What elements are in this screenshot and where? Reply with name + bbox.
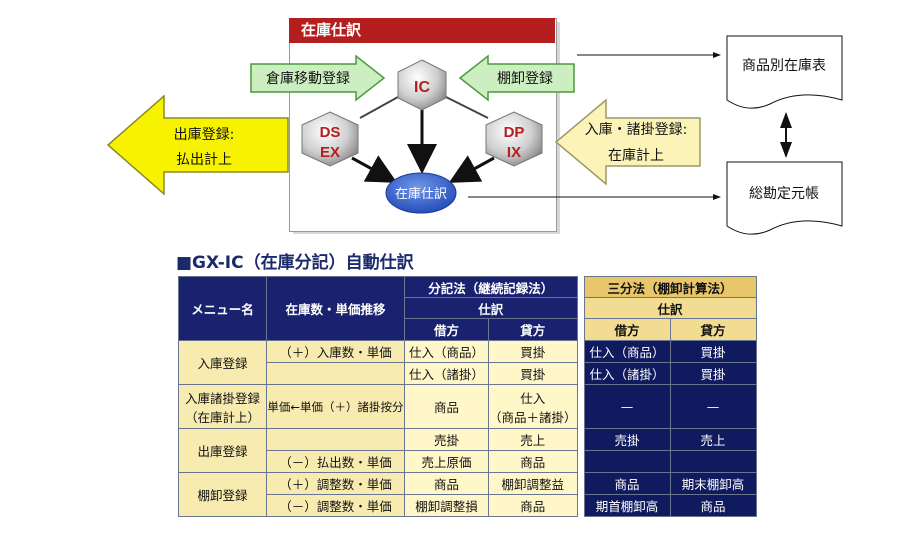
row-bunki-debit: 仕入（商品） — [404, 340, 489, 363]
transfer-arrow-shape — [250, 54, 386, 102]
dsex-node-icon — [301, 111, 359, 167]
row-trend: （＋）入庫数・単価 — [266, 340, 405, 363]
panel-shadow-bottom — [293, 230, 560, 234]
panel-shadow-right — [555, 22, 560, 234]
row-bunki-credit-line-1: 仕入 — [520, 390, 546, 406]
inventory-report-doc-icon — [726, 35, 843, 109]
header-sanbun: 三分法（棚卸計算法） — [583, 276, 757, 298]
ic-label: IC — [414, 79, 430, 96]
outbound-arrow-label-1: 出庫登録: — [174, 126, 235, 143]
row-sanbun-debit: 商品 — [583, 472, 671, 495]
inbound-arrow-label-2: 在庫計上 — [608, 147, 664, 164]
row-sanbun-debit: 期首棚卸高 — [583, 494, 671, 517]
row-bunki-debit: 仕入（諸掛） — [404, 362, 489, 385]
header-debit-2: 借方 — [583, 318, 671, 341]
flow-diagram: IC DS EX DP IX 在庫仕訳 倉庫移動登録 棚卸登録 出庫登録: 払出… — [106, 35, 843, 235]
arrow-dp-center — [448, 155, 495, 183]
row-sanbun-debit: — — [583, 384, 671, 429]
row-trend: （－）調整数・単価 — [266, 494, 405, 517]
header-menu-name: メニュー名 — [178, 276, 267, 341]
table-row: （－）調整数・単価 棚卸調整損 商品 期首棚卸高 商品 — [179, 494, 757, 517]
outbound-arrow-shape — [106, 94, 289, 196]
ix-label: IX — [507, 144, 521, 161]
panel-title: 在庫仕訳 — [289, 18, 555, 43]
row-sanbun-debit: 売掛 — [583, 428, 671, 451]
connector-ic-dp — [445, 96, 489, 119]
row-sanbun-credit: 商品 — [669, 494, 757, 517]
ds-label: DS — [320, 124, 341, 141]
stocktake-arrow-shape — [458, 54, 575, 102]
header-stock-trend: 在庫数・単価推移 — [266, 276, 405, 341]
table-row: 入庫諸掛登録 （在庫計上） 単価←単価（＋）諸掛按分 商品 仕入 （商品＋諸掛）… — [178, 384, 757, 429]
row-menu: 出庫登録 — [178, 428, 267, 473]
row-bunki-debit: 売掛 — [404, 428, 489, 451]
row-menu: 入庫登録 — [178, 340, 267, 385]
row-trend — [266, 428, 405, 451]
outbound-arrow-label-2: 払出計上 — [176, 152, 232, 168]
header-sanbun-shiwake: 仕訳 — [583, 297, 757, 319]
row-bunki-credit: 買掛 — [488, 340, 578, 363]
ex-label: EX — [320, 144, 340, 161]
center-node-label: 在庫仕訳 — [395, 187, 447, 202]
row-sanbun-debit: 仕入（商品） — [583, 340, 671, 363]
row-bunki-credit: 商品 — [488, 494, 578, 517]
row-bunki-debit: 商品 — [404, 384, 489, 429]
journal-table: メニュー名 在庫数・単価推移 分記法（継続記録法） 三分法（棚卸計算法） 仕訳 … — [178, 276, 757, 517]
row-trend: （＋）調整数・単価 — [266, 472, 405, 495]
row-bunki-debit: 商品 — [404, 472, 489, 495]
row-sanbun-credit — [669, 450, 757, 473]
row-bunki-credit: 売上 — [488, 428, 578, 451]
row-bunki-credit: 棚卸調整益 — [488, 472, 578, 495]
inventory-report-label: 商品別在庫表 — [742, 57, 826, 74]
row-trend — [266, 362, 405, 385]
row-bunki-credit-line-2: （商品＋諸掛） — [489, 409, 577, 425]
row-sanbun-credit: 期末棚卸高 — [669, 472, 757, 495]
row-bunki-debit: 売上原価 — [404, 450, 489, 473]
row-menu-line-2: （在庫計上） — [184, 409, 260, 425]
row-menu: 入庫諸掛登録 （在庫計上） — [178, 384, 267, 429]
section-title: ■GX-IC（在庫分記）自動仕訳 — [176, 253, 414, 273]
table-row: 仕入（諸掛） 買掛 仕入（諸掛） 買掛 — [179, 362, 757, 385]
row-bunki-credit: 買掛 — [488, 362, 578, 385]
row-trend: 単価←単価（＋）諸掛按分 — [266, 384, 405, 429]
header-row-1: メニュー名 在庫数・単価推移 分記法（継続記録法） 三分法（棚卸計算法） — [178, 276, 757, 517]
row-sanbun-debit: 仕入（諸掛） — [583, 362, 671, 385]
inventory-journal-node-icon — [385, 172, 457, 214]
row-sanbun-credit: — — [669, 384, 757, 429]
header-debit: 借方 — [404, 318, 489, 341]
row-menu-line-1: 入庫諸掛登録 — [184, 390, 260, 406]
connector-ic-ds — [359, 96, 399, 119]
row-bunki-debit: 棚卸調整損 — [404, 494, 489, 517]
dp-label: DP — [504, 124, 525, 141]
header-bunki-shiwake: 仕訳 — [404, 297, 578, 319]
row-sanbun-debit — [583, 450, 671, 473]
row-bunki-credit: 商品 — [488, 450, 578, 473]
ledger-doc-icon — [726, 161, 843, 235]
arrow-ds-center — [351, 155, 398, 183]
dpix-node-icon — [485, 111, 543, 167]
table-row: 入庫登録 （＋）入庫数・単価 仕入（商品） 買掛 仕入（商品） 買掛 — [178, 340, 757, 385]
header-credit: 貸方 — [488, 318, 578, 341]
table-row: （－）払出数・単価 売上原価 商品 — [179, 450, 757, 473]
row-sanbun-credit: 買掛 — [669, 362, 757, 385]
ledger-label: 総勘定元帳 — [749, 186, 819, 202]
row-menu: 棚卸登録 — [178, 472, 267, 517]
inbound-arrow-label-1: 入庫・諸掛登録: — [585, 121, 688, 138]
row-bunki-credit: 仕入 （商品＋諸掛） — [488, 384, 578, 429]
ic-node-icon — [397, 59, 447, 111]
inbound-arrow-shape — [554, 98, 701, 186]
row-sanbun-credit: 買掛 — [669, 340, 757, 363]
header-credit-2: 貸方 — [669, 318, 757, 341]
stocktake-arrow-label: 棚卸登録 — [497, 71, 553, 87]
transfer-arrow-label: 倉庫移動登録 — [266, 70, 350, 87]
row-sanbun-credit: 売上 — [669, 428, 757, 451]
table-row: 棚卸登録 （＋）調整数・単価 商品 棚卸調整益 商品 期末棚卸高 — [178, 472, 757, 517]
row-trend: （－）払出数・単価 — [266, 450, 405, 473]
header-bunki: 分記法（継続記録法） — [404, 276, 578, 298]
table-row: 出庫登録 売掛 売上 売掛 売上 — [178, 428, 757, 473]
